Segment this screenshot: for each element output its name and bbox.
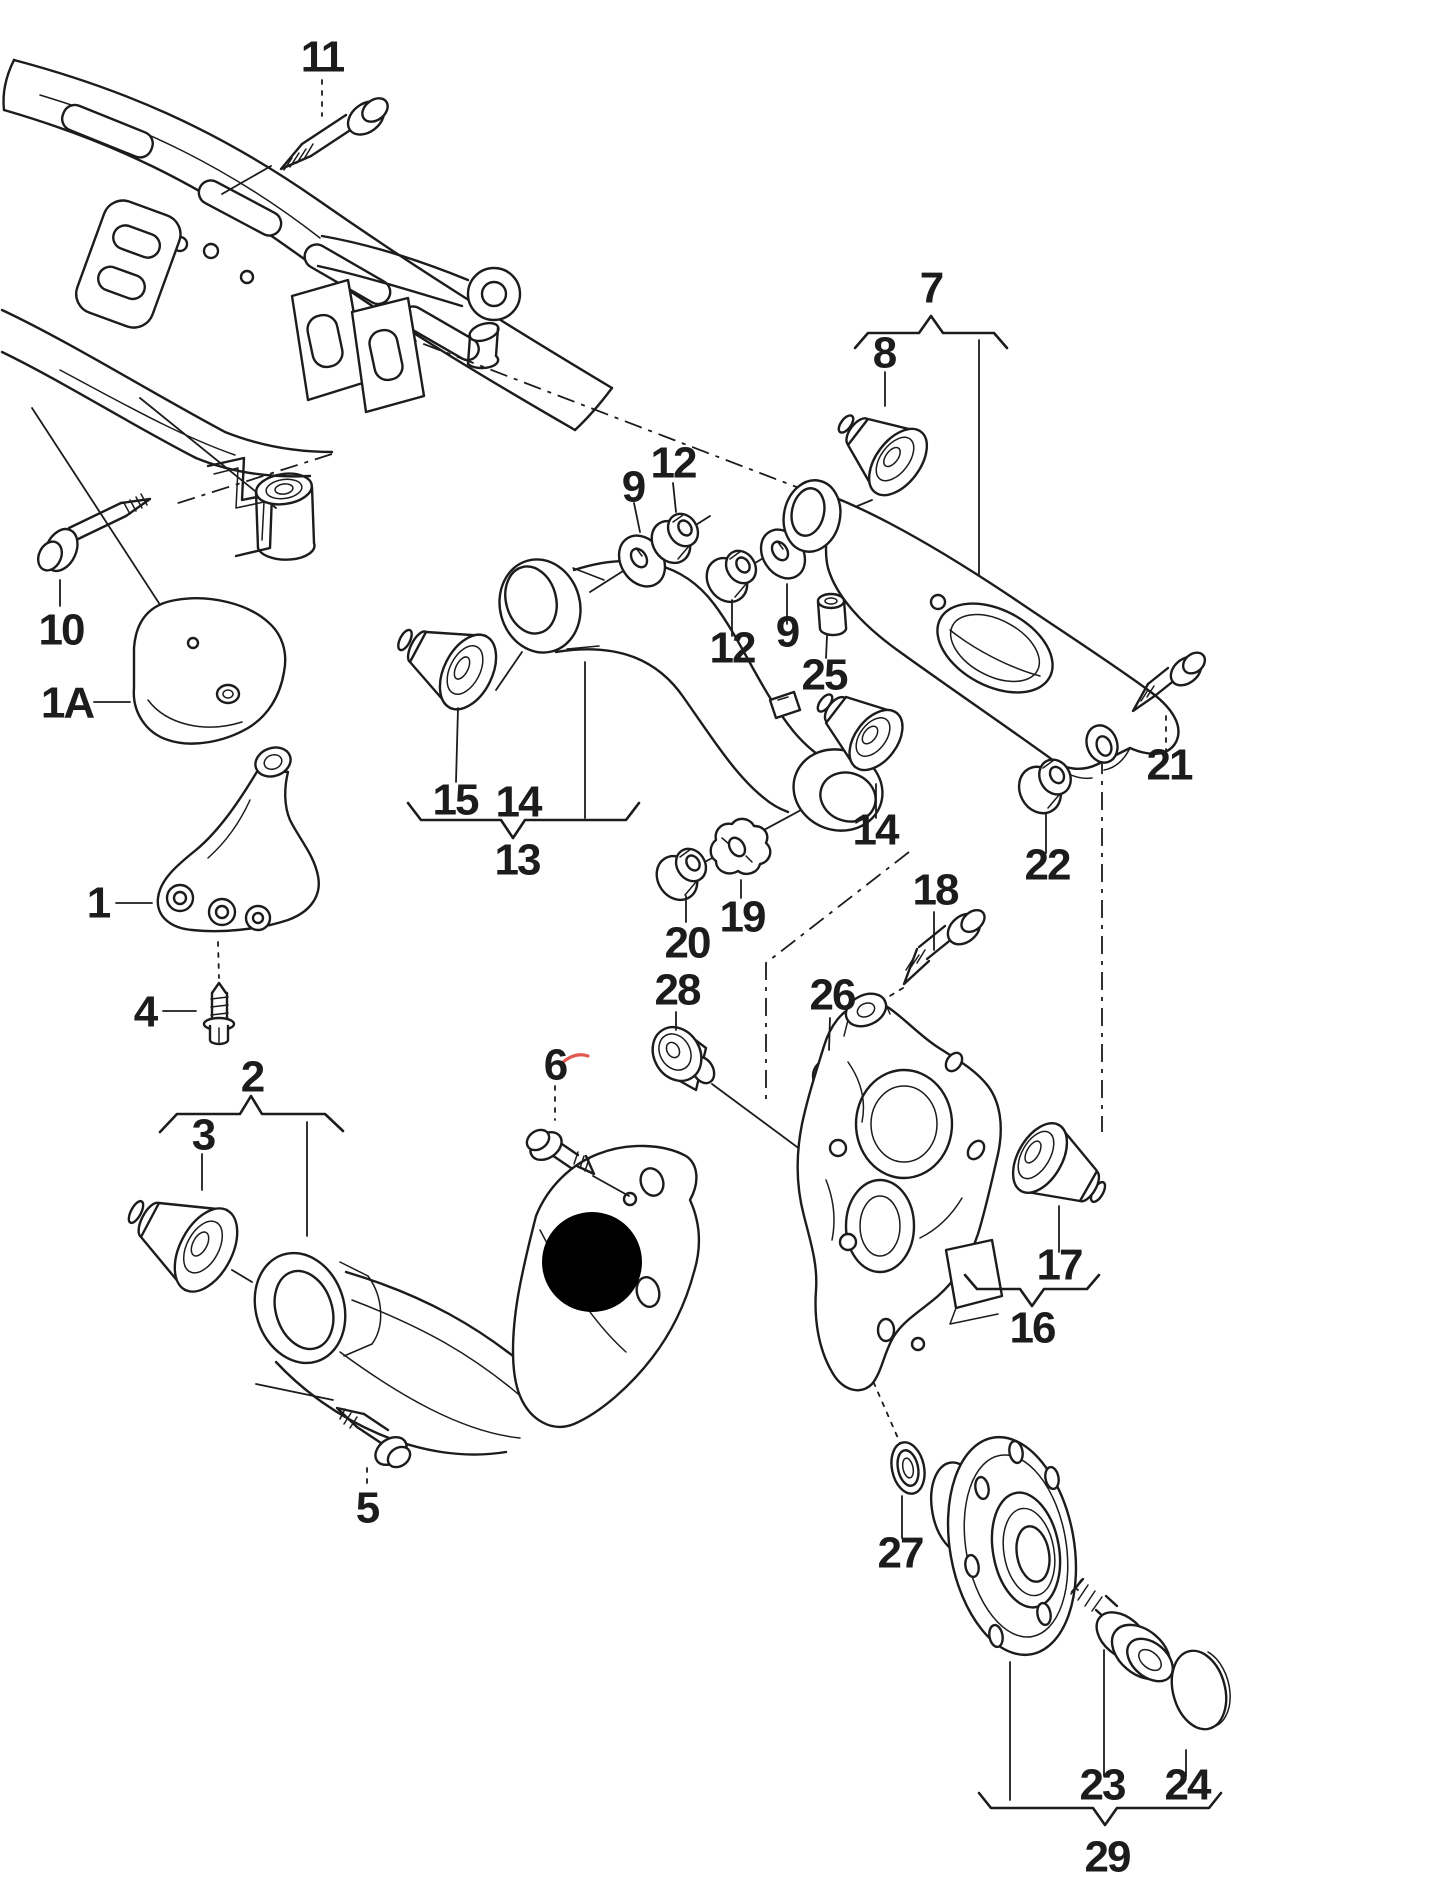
part-label-22: 22 bbox=[1025, 841, 1070, 890]
brace-7 bbox=[853, 314, 1009, 350]
bolt-6 bbox=[525, 1128, 596, 1176]
part-label-24: 24 bbox=[1165, 1761, 1212, 1810]
screw-4 bbox=[202, 981, 236, 1046]
brace-29 bbox=[977, 1791, 1223, 1827]
part-label-10: 10 bbox=[39, 606, 84, 655]
nut-12a bbox=[650, 512, 700, 565]
bushing-3 bbox=[127, 1199, 239, 1293]
redaction-dot bbox=[542, 1212, 642, 1312]
group-braces bbox=[158, 314, 1223, 1827]
bushing-15 bbox=[397, 628, 498, 711]
bolt-10 bbox=[36, 493, 152, 573]
part-label-8: 8 bbox=[873, 329, 897, 378]
wheel-bearing-housing bbox=[796, 992, 1004, 1392]
part-label-17: 17 bbox=[1037, 1241, 1082, 1290]
part-label-12-b: 12 bbox=[710, 624, 755, 673]
nut-12b bbox=[705, 549, 758, 604]
rear-subframe bbox=[0, 58, 614, 561]
part-label-19: 19 bbox=[720, 893, 765, 942]
nut-20 bbox=[655, 847, 708, 902]
part-label-11: 11 bbox=[301, 33, 345, 82]
revision-mark-red bbox=[560, 1053, 590, 1065]
part-label-1A: 1A bbox=[41, 679, 94, 728]
part-label-21: 21 bbox=[1147, 741, 1193, 790]
part-label-27: 27 bbox=[878, 1529, 923, 1578]
part-label-5: 5 bbox=[356, 1484, 380, 1533]
part-label-14-a: 14 bbox=[496, 778, 543, 827]
part-label-28: 28 bbox=[655, 966, 701, 1015]
bolt-21 bbox=[1131, 651, 1207, 713]
bushing-14 bbox=[816, 693, 904, 772]
part-label-23: 23 bbox=[1080, 1761, 1125, 1810]
part-label-18: 18 bbox=[913, 866, 959, 915]
bolt-11 bbox=[279, 97, 389, 171]
seal-ring-27 bbox=[890, 1441, 926, 1495]
bolt-18 bbox=[902, 908, 986, 986]
cap-24 bbox=[1170, 1649, 1231, 1731]
brace-16 bbox=[963, 1273, 1101, 1308]
part-label-26: 26 bbox=[810, 971, 855, 1020]
brace-2 bbox=[158, 1094, 345, 1134]
leader-lines bbox=[59, 79, 1187, 1801]
part-label-29: 29 bbox=[1085, 1833, 1130, 1882]
bushing-8 bbox=[837, 414, 929, 497]
part-label-12-a: 12 bbox=[651, 439, 696, 488]
sleeve-25 bbox=[816, 592, 848, 637]
part-label-9-a: 9 bbox=[622, 463, 645, 512]
part-label-9-b: 9 bbox=[776, 608, 799, 657]
bushing-17 bbox=[1011, 1122, 1107, 1204]
part-label-7: 7 bbox=[920, 264, 943, 313]
bolt-5 bbox=[335, 1406, 412, 1469]
bracket-1 bbox=[156, 746, 320, 933]
nut-22 bbox=[1017, 758, 1072, 815]
bushing-28 bbox=[651, 1025, 716, 1092]
part-label-1: 1 bbox=[87, 879, 111, 928]
part-label-6: 6 bbox=[544, 1041, 567, 1090]
part-label-4: 4 bbox=[134, 988, 159, 1037]
trailing-arm bbox=[253, 1144, 701, 1456]
part-label-13: 13 bbox=[495, 836, 540, 885]
part-label-25: 25 bbox=[802, 651, 848, 700]
part-label-14-b: 14 bbox=[853, 806, 900, 855]
wheel-hub bbox=[929, 1435, 1078, 1657]
part-label-15: 15 bbox=[433, 776, 479, 825]
hub-bolt-23 bbox=[1070, 1577, 1174, 1683]
part-label-2: 2 bbox=[241, 1053, 264, 1102]
brace-13 bbox=[406, 801, 641, 840]
part-label-3: 3 bbox=[192, 1111, 215, 1160]
part-label-20: 20 bbox=[665, 919, 710, 968]
cover-1a bbox=[132, 597, 287, 745]
clip-19 bbox=[709, 817, 772, 875]
part-label-16: 16 bbox=[1010, 1304, 1055, 1353]
